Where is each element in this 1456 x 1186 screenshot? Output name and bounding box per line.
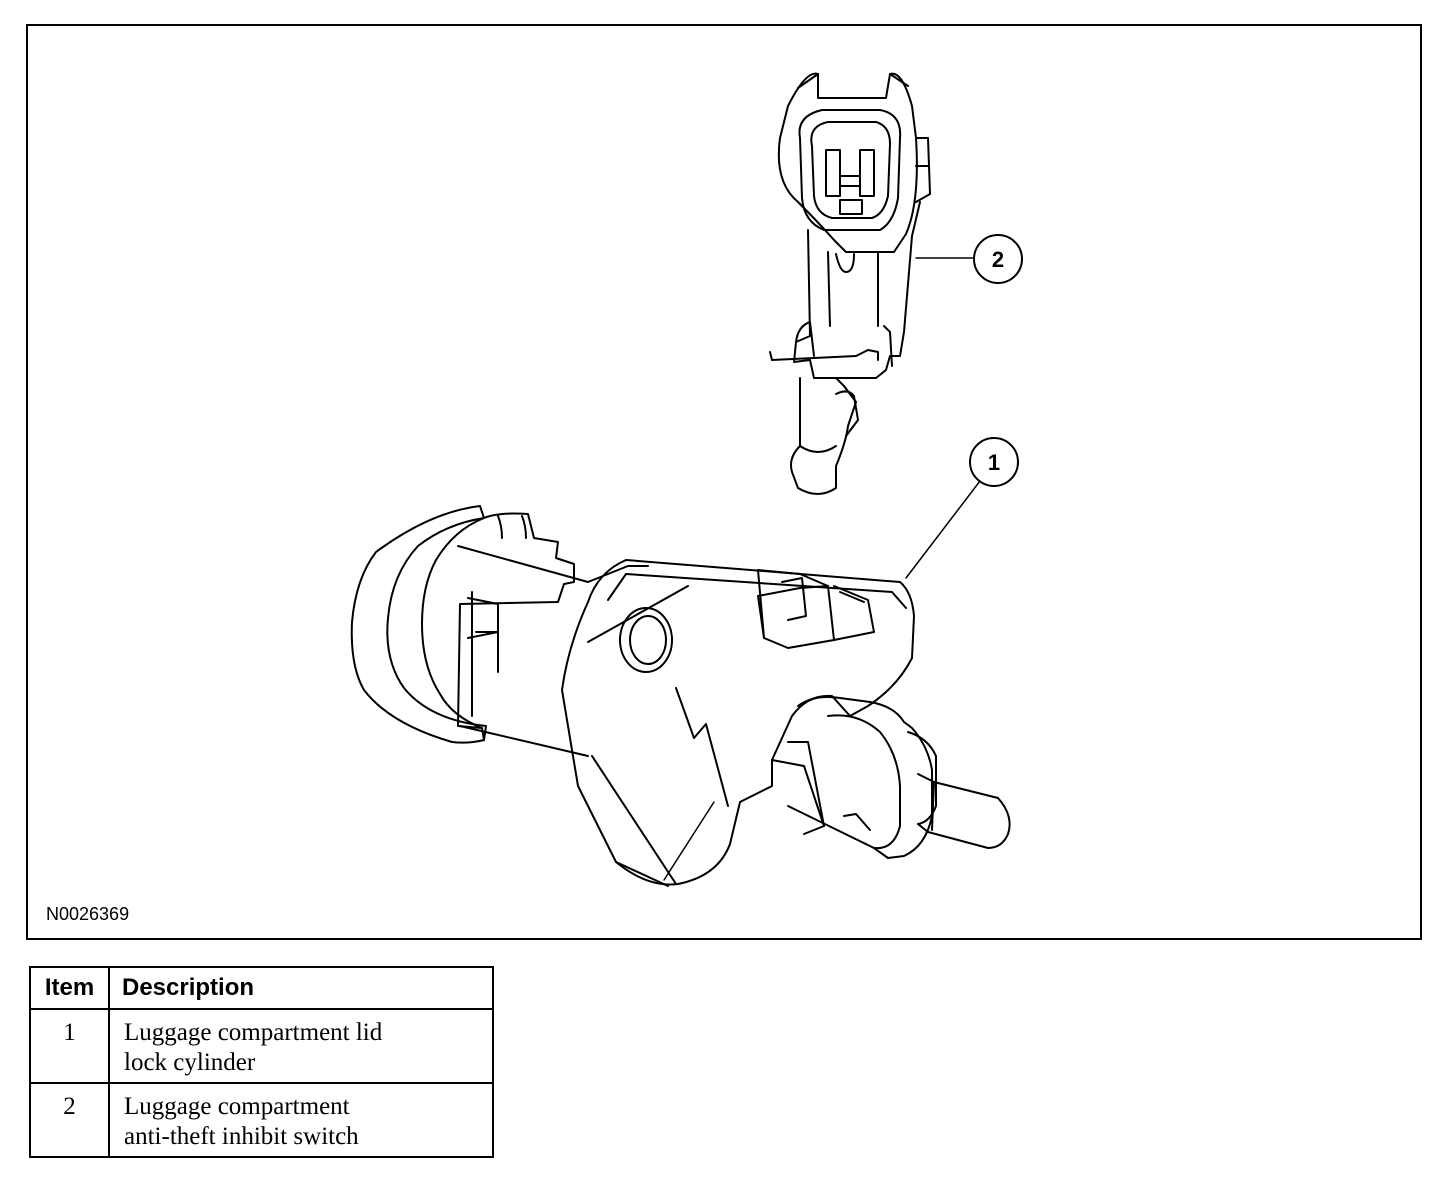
callout-label-1: 1 [988, 450, 1000, 475]
description-line: anti-theft inhibit switch [124, 1123, 359, 1150]
legend-item-description: Luggage compartment lid lock cylinder [108, 1008, 494, 1084]
legend-item-number: 2 [29, 1082, 110, 1158]
legend-item-description: Luggage compartment anti-theft inhibit s… [108, 1082, 494, 1158]
figure-frame: 2 1 N0026369 [26, 24, 1422, 940]
inhibit-switch-drawing [769, 72, 931, 495]
description-line: lock cylinder [124, 1049, 256, 1076]
legend-table: Item Description 1 Luggage compartment l… [29, 966, 494, 1158]
legend-header-description: Description [108, 966, 494, 1010]
description-line: Luggage compartment lid [124, 1019, 383, 1046]
figure-reference-number: N0026369 [46, 904, 130, 924]
table-row: 2 Luggage compartment anti-theft inhibit… [29, 1082, 494, 1158]
description-line: Luggage compartment [124, 1093, 350, 1120]
legend-header-item: Item [29, 966, 110, 1010]
table-row: 1 Luggage compartment lid lock cylinder [29, 1008, 494, 1084]
callout-label-2: 2 [992, 247, 1004, 272]
leader-line-1 [905, 480, 981, 579]
legend-item-number: 1 [29, 1008, 110, 1084]
lock-cylinder-drawing [350, 505, 1011, 887]
parts-illustration: 2 1 [350, 72, 1023, 887]
leader-lines [663, 257, 981, 881]
callout-1: 1 [969, 437, 1019, 487]
leader-line-flange [663, 801, 715, 881]
callout-circle-1 [969, 437, 1019, 487]
legend-header-row: Item Description [29, 966, 494, 1010]
callout-circle-2 [973, 234, 1023, 284]
callout-2: 2 [973, 234, 1023, 284]
